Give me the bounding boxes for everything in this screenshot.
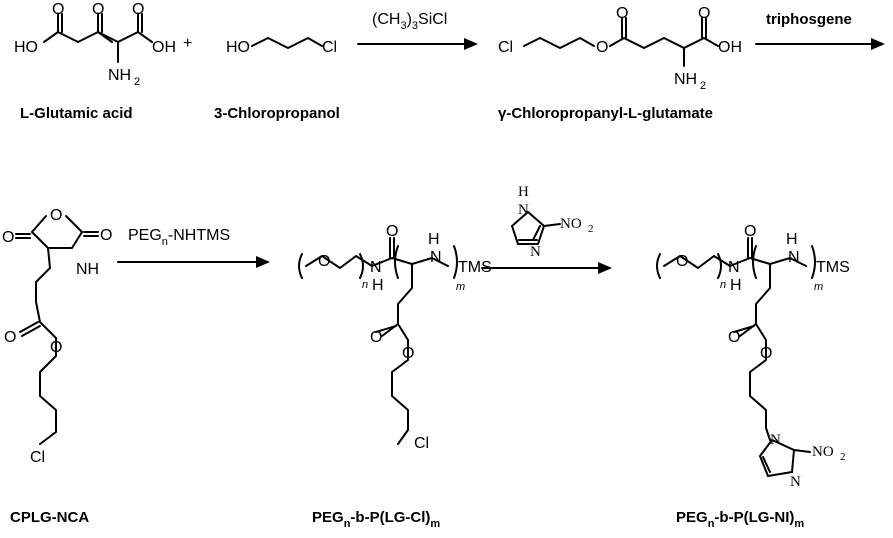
atom-label: O — [50, 339, 62, 356]
atom-label: H — [372, 277, 384, 294]
atom-label: NH — [674, 71, 697, 88]
compound-name: 3-Chloropropanol — [214, 105, 340, 122]
atom-label: Cl — [498, 39, 513, 56]
atom-label: O — [100, 227, 112, 244]
glutamic-acid-structure: O O O HO OH NH 2 — [14, 1, 176, 88]
atom-subscript: 2 — [134, 76, 140, 88]
arrow-head — [256, 256, 270, 268]
atom-label: O — [616, 5, 628, 22]
compound-name: L-Glutamic acid — [20, 105, 133, 122]
compound-name: PEGn-b-P(LG-Cl)m — [312, 509, 440, 530]
repeat-subscript: m — [814, 281, 823, 293]
atom-label: Cl — [30, 449, 45, 466]
atom-subscript: 2 — [588, 223, 594, 235]
atom-label: O — [386, 223, 398, 240]
ester-structure: Cl O O O OH NH 2 — [498, 5, 742, 92]
atom-label: HO — [14, 39, 38, 56]
atom-label: N — [728, 259, 740, 276]
atom-label: NH — [76, 261, 99, 278]
atom-label: H — [428, 231, 440, 248]
arrow-head — [464, 38, 478, 50]
atom-label: NO — [812, 444, 834, 460]
atom-label: O — [132, 1, 144, 18]
atom-label: Cl — [322, 39, 337, 56]
repeat-subscript: n — [362, 279, 368, 291]
atom-label: Cl — [414, 435, 429, 452]
atom-label: OH — [152, 39, 176, 56]
atom-label: O — [2, 229, 14, 246]
atom-label: TMS — [816, 259, 850, 276]
atom-label: O — [728, 329, 740, 346]
repeat-subscript: m — [456, 281, 465, 293]
reagent-label: (CH3)3SiCl — [372, 11, 447, 32]
atom-label: O — [676, 253, 688, 270]
atom-label: O — [52, 1, 64, 18]
nitroimidazole-reagent: H N N NO 2 — [510, 184, 594, 260]
atom-label: N — [790, 474, 801, 490]
atom-label: H — [730, 277, 742, 294]
atom-label: O — [402, 345, 414, 362]
atom-label: N — [430, 249, 442, 266]
reagent-label: triphosgene — [766, 11, 852, 28]
ncA-structure: O O O NH O O Cl — [2, 207, 112, 466]
atom-label: N — [770, 432, 781, 448]
atom-label: O — [596, 39, 608, 56]
arrow-head — [871, 38, 885, 50]
arrow-head — [598, 262, 612, 274]
atom-label: O — [744, 223, 756, 240]
atom-label: H — [518, 184, 529, 200]
atom-label: N — [518, 202, 529, 218]
atom-label: NO — [560, 216, 582, 232]
atom-label: TMS — [458, 259, 492, 276]
compound-name: γ-Chloropropanyl-L-glutamate — [498, 105, 713, 122]
atom-label: O — [92, 1, 104, 18]
atom-subscript: 2 — [700, 80, 706, 92]
atom-label: O — [760, 345, 772, 362]
atom-label: HO — [226, 39, 250, 56]
atom-label: H — [786, 231, 798, 248]
atom-label: N — [370, 259, 382, 276]
plus-sign: + — [183, 35, 192, 52]
atom-label: OH — [718, 39, 742, 56]
compound-name: CPLG-NCA — [10, 509, 89, 526]
chloropropanol-structure: HO Cl — [226, 37, 337, 56]
compound-name: PEGn-b-P(LG-NI)m — [676, 509, 804, 530]
atom-label: O — [698, 5, 710, 22]
atom-label: O — [4, 329, 16, 346]
polymer-ni-structure: O n N H O H N m TMS O O N N NO 2 — [656, 223, 850, 490]
atom-label: O — [370, 329, 382, 346]
atom-label: N — [530, 244, 541, 260]
polymer-cl-structure: O n N H O H N m TMS O O Cl — [298, 223, 492, 452]
reagent-label: PEGn-NHTMS — [128, 227, 230, 248]
atom-subscript: 2 — [840, 451, 846, 463]
atom-label: O — [50, 207, 62, 224]
atom-label: N — [788, 249, 800, 266]
atom-label: O — [318, 253, 330, 270]
repeat-subscript: n — [720, 279, 726, 291]
atom-label: NH — [108, 67, 131, 84]
